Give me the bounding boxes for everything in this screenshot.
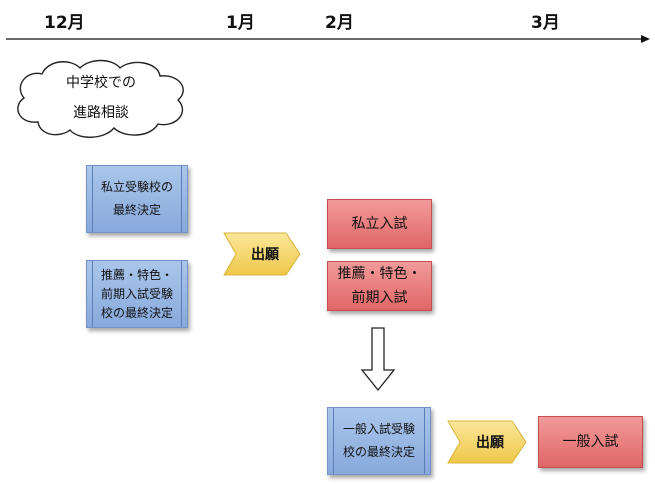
chevron-shape (447, 420, 527, 464)
cloud-line-2: 進路相談 (73, 105, 129, 121)
box-text-line: 校の最終決定 (342, 445, 415, 459)
recommend-school-decision-box: 推薦・特色・ 前期入試受験 校の最終決定 (86, 260, 188, 328)
chevron-shape (223, 232, 301, 276)
box-text-line: 最終決定 (112, 203, 161, 217)
application-chevron-2: 出願 (446, 419, 528, 465)
month-december: 12月 (44, 13, 85, 33)
private-school-decision-box: 私立受験校の 最終決定 (86, 165, 188, 233)
month-march: 3月 (531, 13, 560, 33)
month-february: 2月 (325, 13, 354, 33)
general-school-decision-box: 一般入試受験 校の最終決定 (327, 407, 431, 475)
recommend-exam-box: 推薦・特色・ 前期入試 (327, 261, 432, 311)
timeline-arrowhead (641, 35, 650, 43)
down-arrow-icon (360, 327, 396, 392)
general-exam-box: 一般入試 (538, 416, 643, 468)
box-text-line: 一般入試受験 (342, 422, 415, 436)
timeline (6, 35, 650, 43)
box-text-line: 私立入試 (351, 216, 408, 232)
month-january: 1月 (226, 13, 255, 33)
chevron-label: 出願 (251, 247, 279, 263)
box-text-line: 私立受験校の (100, 180, 173, 194)
box-text-line: 推薦・特色・ (337, 266, 422, 282)
cloud-shape (17, 59, 184, 138)
consultation-cloud: 中学校での 進路相談 (8, 56, 194, 140)
box-text-line: 校の最終決定 (100, 305, 173, 320)
cloud-line-1: 中学校での (66, 75, 136, 91)
application-chevron-1: 出願 (222, 231, 302, 277)
box-text-line: 一般入試 (562, 434, 619, 450)
chevron-label: 出願 (476, 435, 504, 451)
private-exam-box: 私立入試 (327, 199, 432, 249)
box-text-line: 前期入試受験 (100, 286, 173, 301)
box-text-line: 前期入試 (351, 290, 408, 306)
box-text-line: 推薦・特色・ (100, 267, 173, 282)
